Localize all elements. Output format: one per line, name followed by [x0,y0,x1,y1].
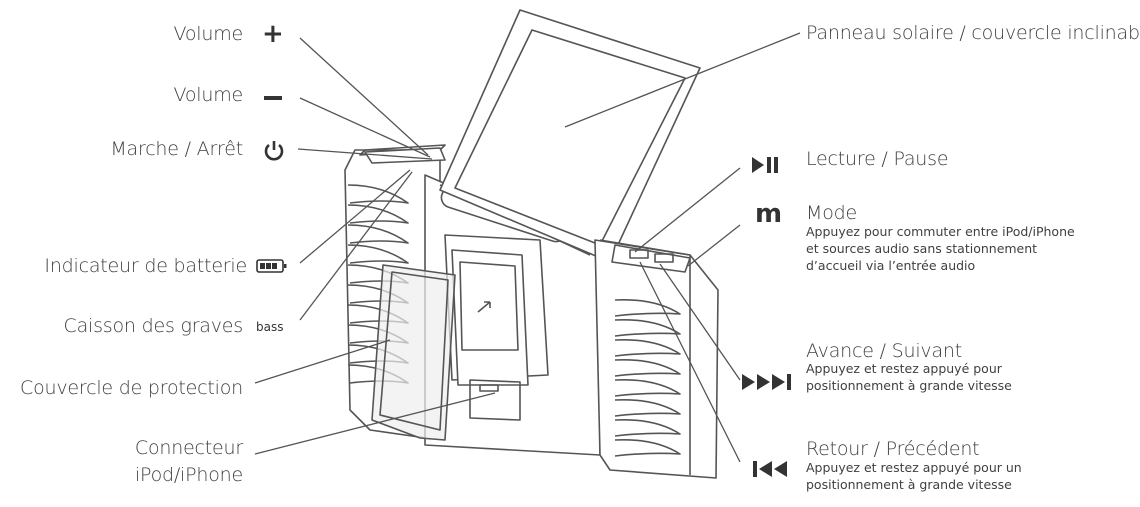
protective-cover [371,264,456,441]
mode-desc-3: d’accueil via l’entrée audio [806,258,976,273]
label-volume-up: Volume [173,23,244,45]
right-speaker-body [594,239,719,479]
right-grille [614,298,681,457]
label-volume-down: Volume [173,84,244,106]
mode-icon: m [755,199,783,229]
minus-icon [264,96,282,100]
ipod [451,249,529,386]
mode-desc-1: Appuyez pour commuter entre iPod/iPhone [806,224,1075,239]
leader-lines [254,32,801,463]
previous-icon [753,461,787,477]
next-icon [742,374,791,390]
label-connector-line1: Connecteur [134,437,243,459]
mode-desc-2: et sources audio sans stationnement [806,241,1038,256]
label-cover: Couvercle de protection [20,377,243,399]
next-desc-1: Appuyez et restez appuyé pour [806,361,1002,376]
label-previous: Retour / Précédent [806,438,980,460]
play-pause-icon [752,157,778,173]
power-icon [264,141,284,161]
previous-desc-2: positionnement à grande vitesse [806,477,1012,492]
plus-icon: + [262,19,284,49]
label-power: Marche / Arrêt [110,138,243,160]
battery-icon [256,259,287,273]
label-connector-line2: iPod/iPhone [134,464,243,486]
label-next: Avance / Suivant [806,340,962,362]
next-desc-2: positionnement à grande vitesse [806,378,1012,393]
label-battery: Indicateur de batterie [44,255,247,277]
label-bass: Caisson des graves [63,315,244,337]
label-play-pause: Lecture / Pause [806,148,949,170]
bass-icon: bass [256,320,284,334]
previous-desc-1: Appuyez et restez appuyé pour un [806,460,1022,475]
label-mode: Mode [806,202,857,224]
label-solar-panel: Panneau solaire / couvercle inclinable [806,22,1140,44]
